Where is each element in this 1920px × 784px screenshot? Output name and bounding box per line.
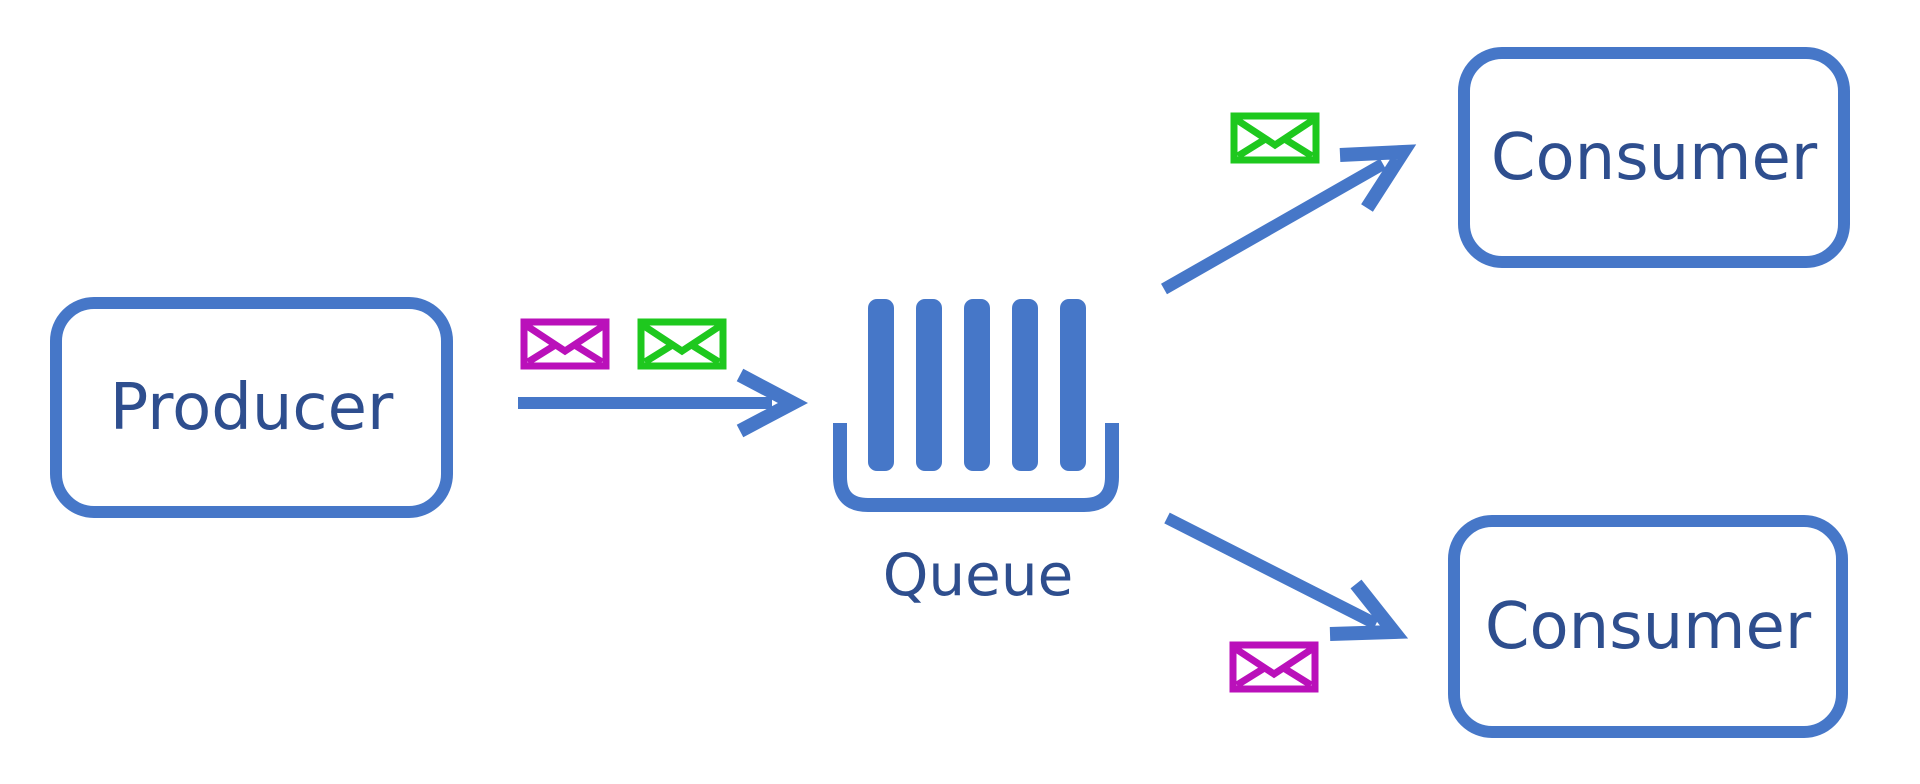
producer-node: Producer bbox=[50, 297, 453, 518]
consumer-bottom-node: Consumer bbox=[1448, 515, 1848, 738]
producer-label: Producer bbox=[109, 370, 394, 445]
queue-label: Queue bbox=[882, 541, 1074, 609]
arrow-producer-to-queue bbox=[518, 368, 808, 438]
magenta-envelope-icon bbox=[1229, 641, 1319, 693]
arrow-queue-to-consumer-bottom bbox=[1164, 512, 1409, 641]
green-envelope-icon bbox=[1230, 112, 1320, 164]
consumer-top-label: Consumer bbox=[1490, 120, 1818, 195]
consumer-top-node: Consumer bbox=[1458, 47, 1850, 268]
queue-icon bbox=[833, 299, 1119, 512]
green-envelope-icon bbox=[637, 318, 727, 370]
arrow-queue-to-consumer-top bbox=[1161, 144, 1417, 295]
queue-slots bbox=[868, 299, 1086, 471]
magenta-envelope-icon bbox=[520, 318, 610, 370]
queue-tray bbox=[833, 423, 1119, 512]
consumer-bottom-label: Consumer bbox=[1484, 589, 1812, 664]
